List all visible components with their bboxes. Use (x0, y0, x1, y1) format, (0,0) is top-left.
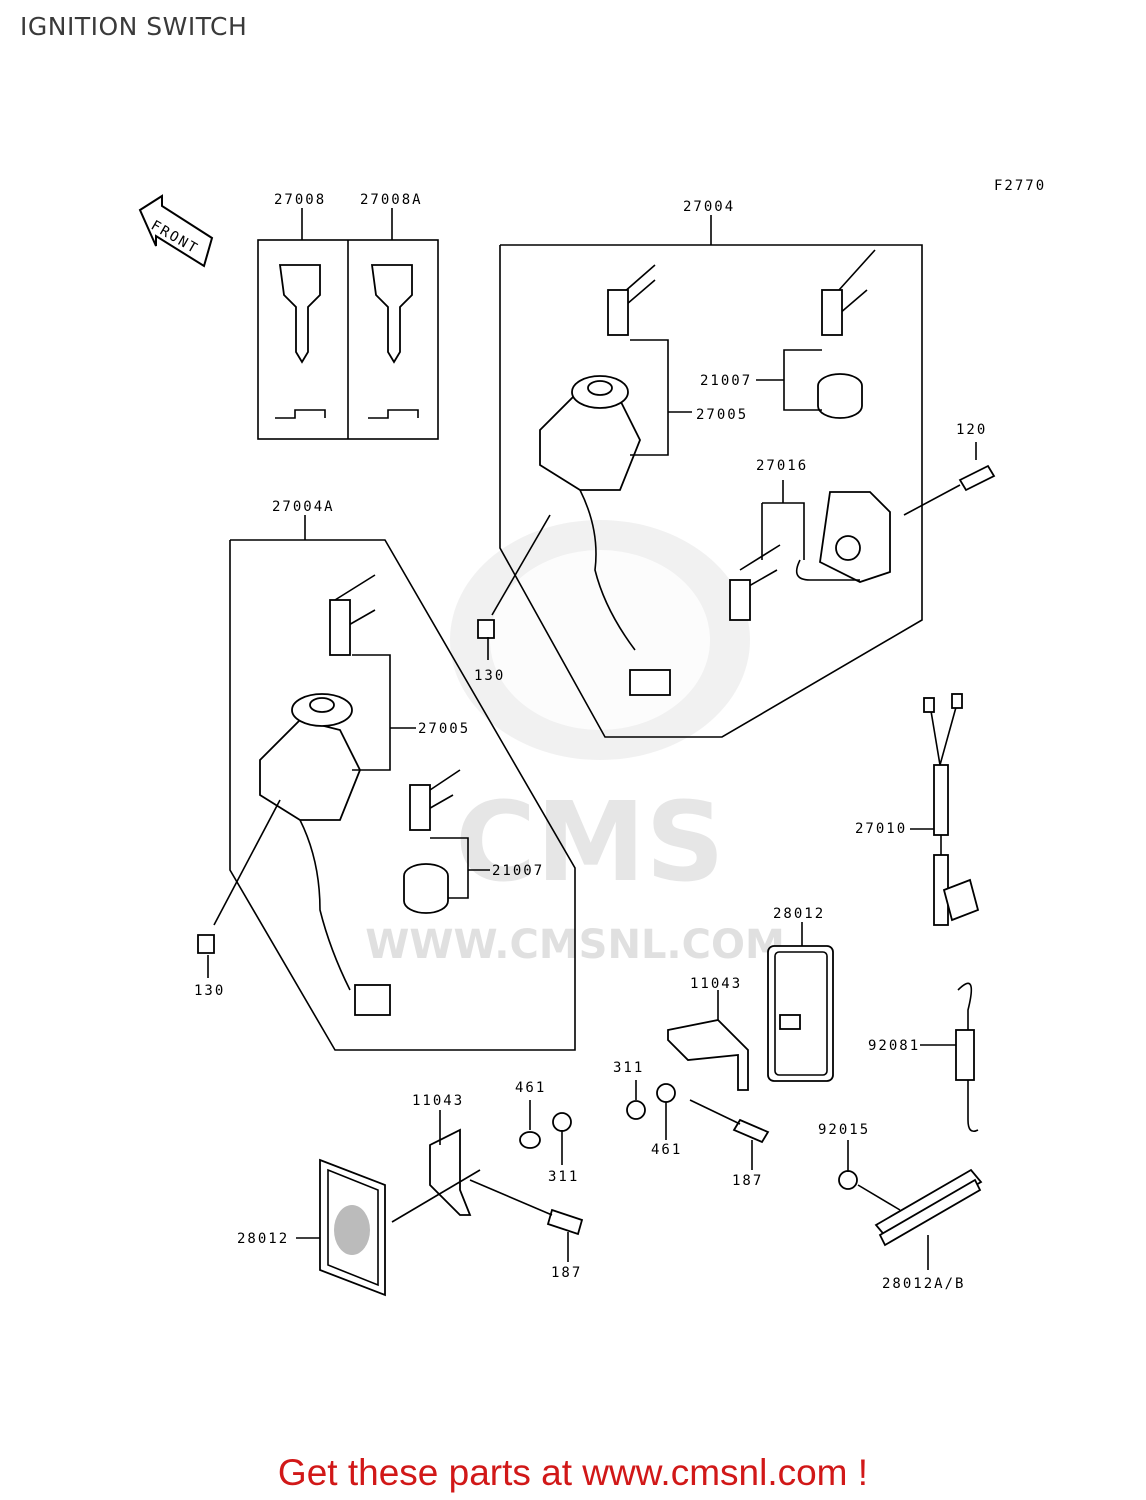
part-label-27008A: 27008A (360, 192, 423, 208)
part-label-27008: 27008 (274, 192, 326, 208)
part-label-120: 120 (956, 422, 987, 438)
lock-cylinder-icon (403, 863, 449, 914)
kit-27004-outline (477, 215, 996, 738)
figure-code: F2770 (994, 178, 1046, 194)
part-label-27016: 27016 (756, 458, 808, 474)
part-label-27004A: 27004A (272, 499, 335, 515)
bracket-icon (429, 1128, 472, 1216)
part-label-21007-left: 21007 (492, 863, 544, 879)
spring-92081 (920, 982, 979, 1133)
part-labels: 27008 27008A 27004 21007 27005 120 27016… (194, 192, 987, 1292)
kit-27004A-outline (197, 515, 576, 1051)
bolt-icon (546, 1208, 584, 1236)
part-label-461-mid: 461 (651, 1142, 682, 1158)
screw-icon (958, 464, 996, 492)
reflector-28012-mid (767, 922, 834, 1082)
part-label-187-low: 187 (551, 1265, 582, 1281)
watermark-logo: CMS (455, 778, 724, 906)
part-label-130-mid: 130 (474, 668, 505, 684)
screw-icon (197, 934, 215, 954)
part-label-311-mid: 311 (613, 1060, 644, 1076)
bracket-11043-mid (626, 990, 770, 1170)
part-label-92015: 92015 (818, 1122, 870, 1138)
screw-icon (477, 619, 495, 639)
part-label-27005-left: 27005 (418, 721, 470, 737)
reflector-28012-left (296, 1158, 386, 1297)
promo-footer-link[interactable]: Get these parts at www.cmsnl.com ! (277, 1452, 869, 1493)
key-box-27008 (257, 208, 439, 440)
part-label-27004: 27004 (683, 199, 735, 215)
part-label-461-low: 461 (515, 1080, 546, 1096)
switch-27010 (910, 693, 980, 926)
bracket-11043-low (391, 1100, 584, 1262)
part-label-27010: 27010 (855, 821, 907, 837)
reflector-28012AB (838, 1140, 983, 1270)
part-label-11043-mid: 11043 (690, 976, 742, 992)
lock-cylinder-icon (817, 373, 863, 419)
bracket-icon (667, 1019, 749, 1091)
ignition-switch-icon (259, 719, 361, 821)
part-label-130-left: 130 (194, 983, 225, 999)
part-label-11043-low: 11043 (412, 1093, 464, 1109)
key-icon (278, 264, 321, 364)
part-label-28012AB: 28012A/B (882, 1276, 965, 1292)
helmet-lock-icon (819, 491, 891, 583)
page-title: IGNITION SWITCH (20, 12, 248, 41)
part-label-311-low: 311 (548, 1169, 579, 1185)
part-label-21007-top: 21007 (700, 373, 752, 389)
part-label-187-mid: 187 (732, 1173, 763, 1189)
part-label-92081: 92081 (868, 1038, 920, 1054)
part-label-28012-left: 28012 (237, 1231, 289, 1247)
part-label-27005-top: 27005 (696, 407, 748, 423)
key-icon (370, 264, 413, 364)
front-arrow-icon: FRONT (138, 194, 214, 268)
bolt-icon (732, 1118, 770, 1144)
part-label-28012-mid: 28012 (773, 906, 825, 922)
switch-icon (942, 878, 980, 922)
